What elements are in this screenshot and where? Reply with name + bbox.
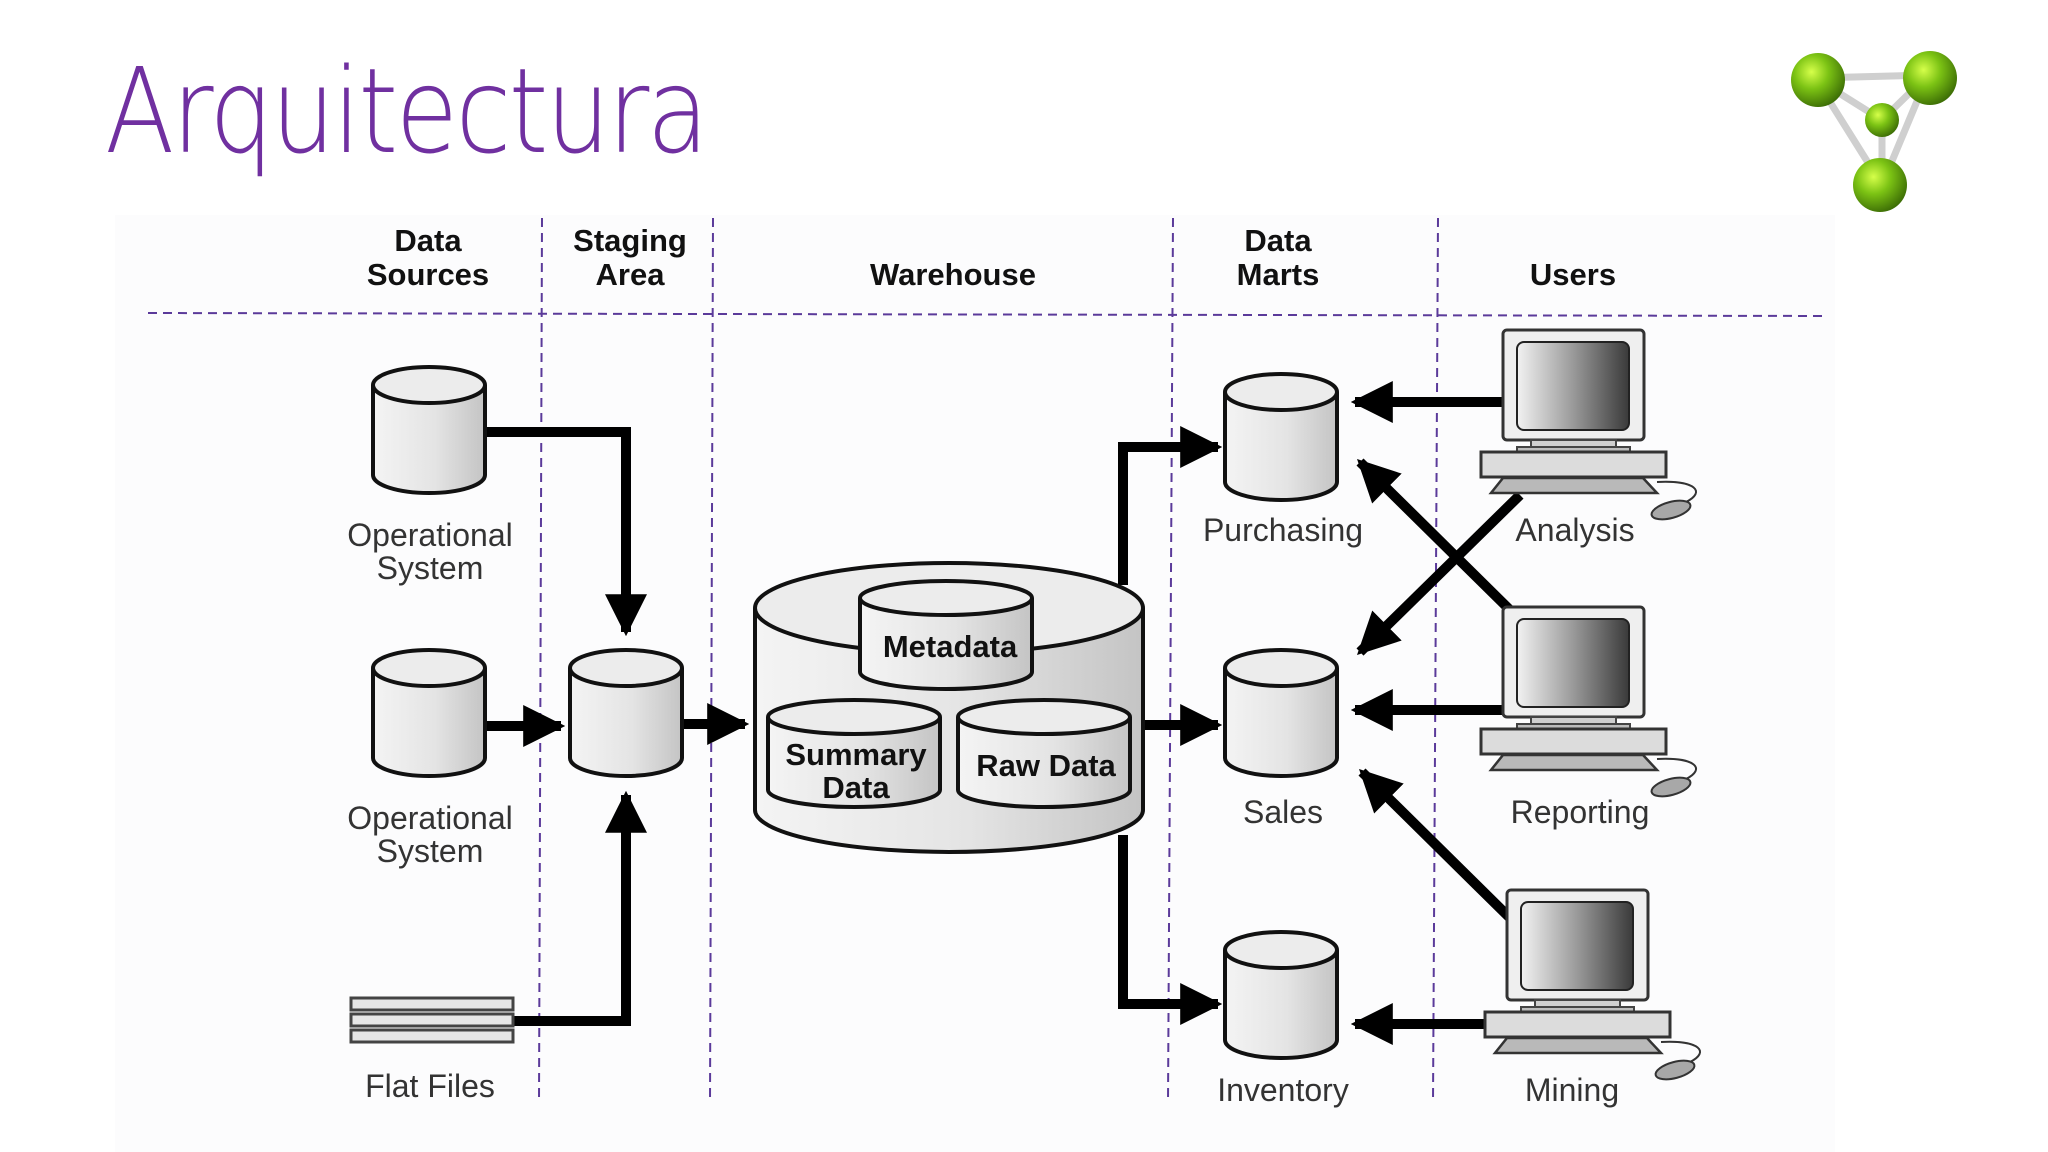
mining-computer-icon <box>1483 888 1702 1085</box>
database-icon <box>371 648 487 778</box>
arrow-mining-to-sales <box>1358 768 1516 924</box>
source-label-line1: Operational <box>347 517 512 553</box>
reporting-label: Reporting <box>1511 794 1650 830</box>
arrow-source1-to-staging <box>485 427 647 637</box>
inventory-label: Inventory <box>1217 1072 1349 1108</box>
header-users: Users <box>1530 257 1616 292</box>
analysis-computer-icon <box>1479 328 1698 525</box>
arrow-analysis-to-sales <box>1356 491 1524 656</box>
source-label-line2: System <box>377 550 484 586</box>
analysis-label: Analysis <box>1515 512 1634 548</box>
metadata-label: Metadata <box>883 629 1018 664</box>
header-data-sources-line1: Data <box>394 223 462 258</box>
staging-database-icon <box>568 648 684 778</box>
sales-database-icon <box>1223 648 1339 778</box>
header-divider <box>147 312 1828 317</box>
column-divider <box>1432 217 1439 1104</box>
arrow-reporting-to-purchasing <box>1356 458 1514 614</box>
header-data-sources-line2: Sources <box>367 257 489 292</box>
mining-label: Mining <box>1525 1072 1619 1108</box>
reporting-computer-icon <box>1479 605 1698 802</box>
arrow-warehouse-to-purchasing <box>1118 426 1223 585</box>
slide-title: Arquitectura <box>105 42 709 180</box>
purchasing-database-icon <box>1223 372 1339 502</box>
source-label-line2: System <box>377 833 484 869</box>
sales-label: Sales <box>1243 794 1323 830</box>
header-staging-line1: Staging <box>573 223 687 258</box>
warehouse-database: Metadata Summary Data Raw Data <box>753 561 1145 854</box>
header-data-marts-line1: Data <box>1244 223 1312 258</box>
flow-arrows <box>485 381 1524 1045</box>
flat-files-label: Flat Files <box>365 1068 495 1104</box>
arrow-flatfiles-to-staging <box>513 790 647 1026</box>
database-icon <box>371 365 487 495</box>
header-staging-line2: Area <box>596 257 666 292</box>
inventory-database-icon <box>1223 930 1339 1060</box>
summary-data-database-icon <box>766 698 942 809</box>
flat-files-icon <box>349 996 515 1044</box>
header-warehouse: Warehouse <box>870 257 1036 292</box>
molecule-icon <box>1791 51 1957 212</box>
summary-label-line2: Data <box>822 770 890 805</box>
arrow-warehouse-to-inventory <box>1118 835 1223 1025</box>
raw-data-database-icon <box>956 698 1132 809</box>
raw-data-label: Raw Data <box>976 748 1116 783</box>
summary-label-line1: Summary <box>785 737 927 772</box>
column-divider <box>709 217 714 1104</box>
purchasing-label: Purchasing <box>1203 512 1363 548</box>
metadata-database-icon <box>858 579 1034 691</box>
column-divider <box>538 217 543 1104</box>
source-label-line1: Operational <box>347 800 512 836</box>
header-data-marts-line2: Marts <box>1237 257 1320 292</box>
column-divider <box>1167 217 1174 1104</box>
